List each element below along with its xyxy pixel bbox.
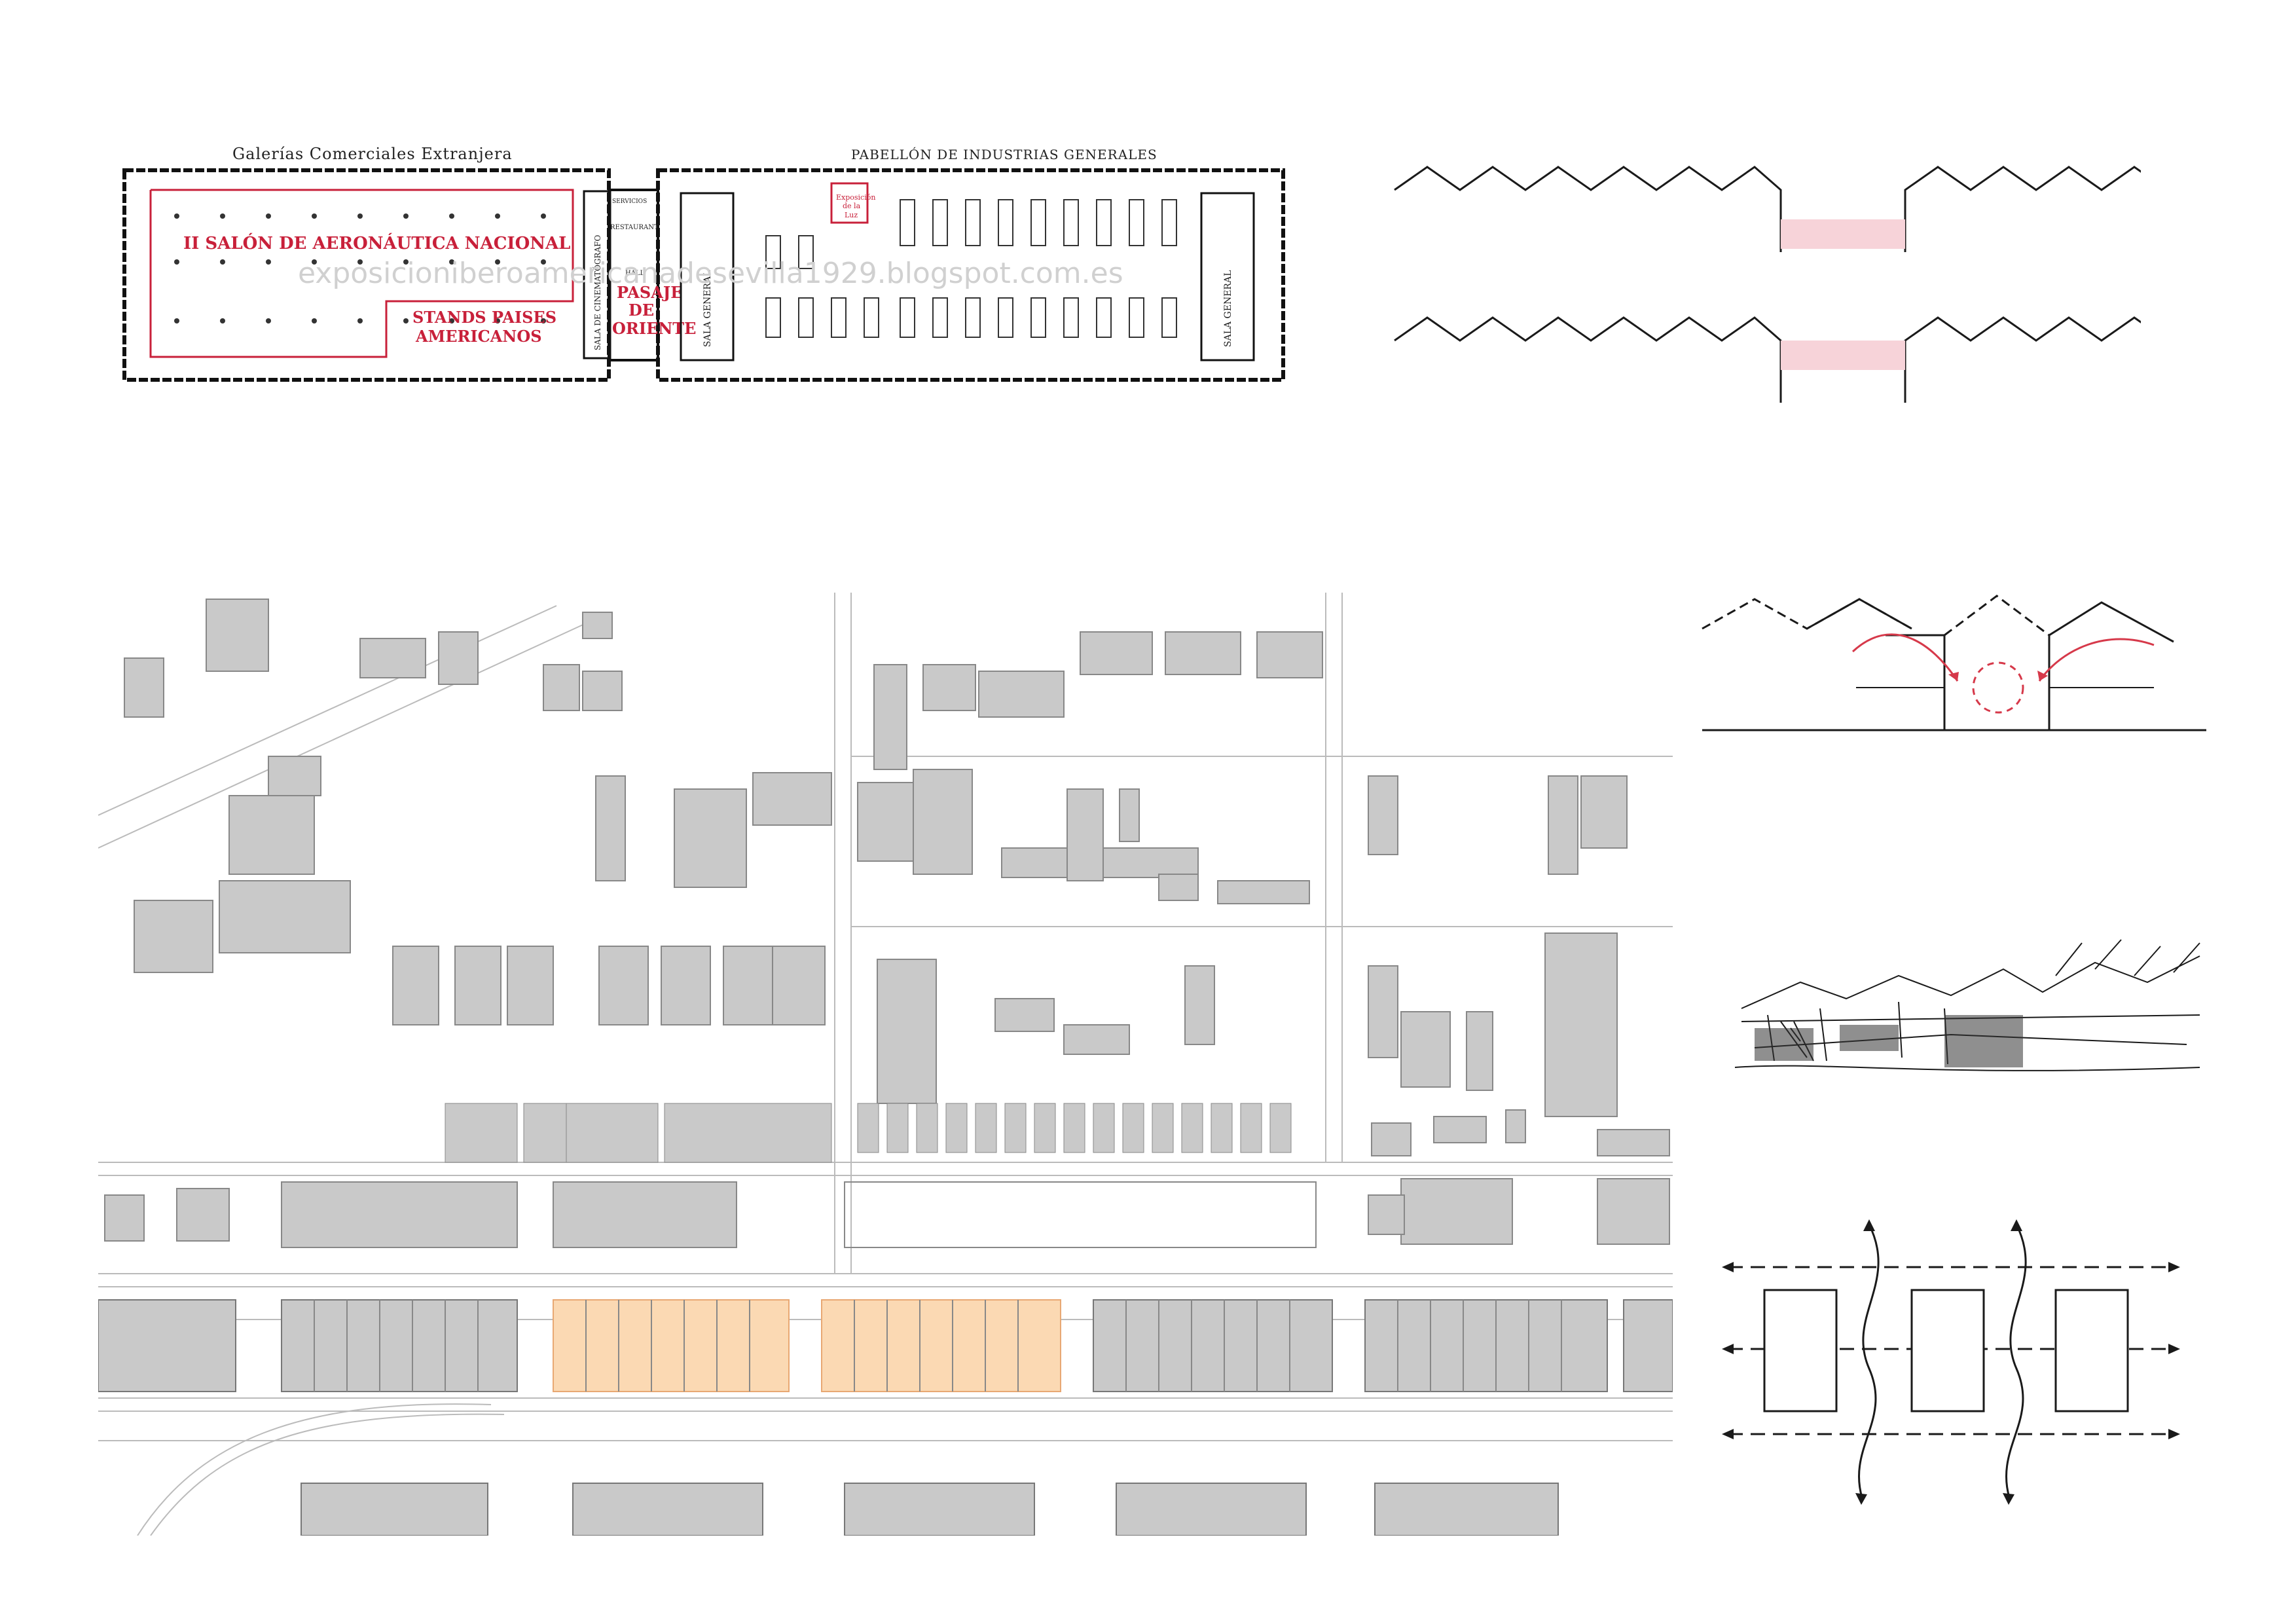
sala-general-right-room	[1200, 192, 1255, 361]
vertical-flows	[1858, 1224, 2027, 1500]
section-top-highlight	[1781, 219, 1905, 249]
luz-label-1: Exposición	[836, 193, 875, 202]
stands-label-2: AMERICANOS	[415, 327, 542, 346]
highlighted-warehouse-2	[821, 1299, 1061, 1392]
aeronautica-area	[149, 189, 574, 358]
wall-left	[1886, 634, 1946, 730]
highlighted-warehouse-1	[553, 1299, 790, 1392]
sketch-drawing	[1734, 939, 2200, 1071]
airflow-circulation	[1972, 661, 2024, 714]
roof-solid-left	[1806, 598, 1912, 630]
middle-shed-outlines	[844, 1181, 1317, 1248]
cinematografo-label: SALA DE CINEMATÓGRAFO	[592, 235, 602, 350]
sketch-shading	[1755, 1015, 2023, 1067]
sala-general-right-label: SALA GENERAL	[1223, 270, 1233, 347]
airflow-right-arrow	[2038, 638, 2155, 682]
luz-exhibit-area	[830, 182, 869, 224]
sala-general-left-label: SALA GENERAL	[702, 270, 713, 347]
restaurant-label: RESTAURANT	[610, 224, 659, 231]
site-plan-drawing	[98, 593, 1673, 1536]
hall-label: HALL	[625, 270, 645, 277]
wall-right	[2048, 601, 2174, 730]
section-top	[1394, 166, 2141, 252]
ventilation-diagram	[1696, 589, 2213, 747]
site-plan	[98, 593, 1673, 1536]
oriente-label: ORIENTE	[612, 319, 696, 338]
cinematografo-room	[583, 190, 611, 360]
parking-row	[445, 1103, 1292, 1163]
servicios-label: SERVICIOS	[612, 198, 647, 205]
horizontal-arrowheads	[1722, 1262, 2180, 1439]
section-bottom	[1394, 316, 2141, 403]
building-boxes	[1763, 1289, 2129, 1412]
floor-plan-drawing: Galerías Comerciales Extranjera PABELLÓN…	[122, 145, 1285, 382]
plan-title-right: PABELLÓN DE INDUSTRIAS GENERALES	[851, 146, 1157, 162]
airflow-left-arrow	[1851, 633, 1959, 682]
aeronautica-label: II SALÓN DE AERONÁUTICA NACIONAL	[183, 232, 570, 253]
campus-buildings	[857, 631, 1670, 1156]
street-grid	[98, 593, 1673, 1536]
roof-dashed-center	[1944, 595, 2050, 637]
pasaje-label: PASAJE	[617, 283, 683, 302]
circulation-diagram	[1715, 1211, 2193, 1506]
historic-floor-plan: Galerías Comerciales Extranjera PABELLÓN…	[118, 138, 1290, 393]
bottom-sheds	[301, 1483, 1559, 1536]
stands-label-1: STANDS PAISES	[412, 308, 556, 327]
plan-title-left: Galerías Comerciales Extranjera	[232, 145, 513, 163]
airflow-left-arrowhead	[1948, 672, 1959, 681]
section-bottom-highlight	[1781, 341, 1905, 370]
middle-sheds	[104, 1178, 1670, 1248]
roof-sections	[1388, 144, 2141, 419]
display-cases	[765, 199, 1177, 338]
luz-label-2: de la	[843, 202, 861, 210]
luz-label-3: Luz	[845, 211, 858, 219]
airflow-right-arrowhead	[2037, 671, 2048, 681]
watermark-text: exposicioniberoamericanadesevilla1929.bl…	[298, 257, 1123, 290]
de-label: DE	[629, 301, 654, 320]
sala-general-left-room	[680, 192, 735, 361]
perspective-sketch	[1728, 936, 2213, 1094]
vertical-arrowheads	[1855, 1219, 2022, 1505]
roof-section-drawing	[1394, 166, 2141, 403]
ventilation-drawing	[1702, 595, 2206, 731]
pasaje-outline	[608, 189, 659, 361]
warehouse-bays	[314, 1300, 1562, 1392]
roof-dashed-left	[1702, 598, 1912, 630]
courtyard-housing	[392, 946, 826, 1025]
column-grid	[174, 213, 546, 323]
warehouse-row	[98, 1299, 1673, 1392]
circulation-drawing	[1722, 1219, 2180, 1505]
north-buildings	[124, 599, 832, 973]
